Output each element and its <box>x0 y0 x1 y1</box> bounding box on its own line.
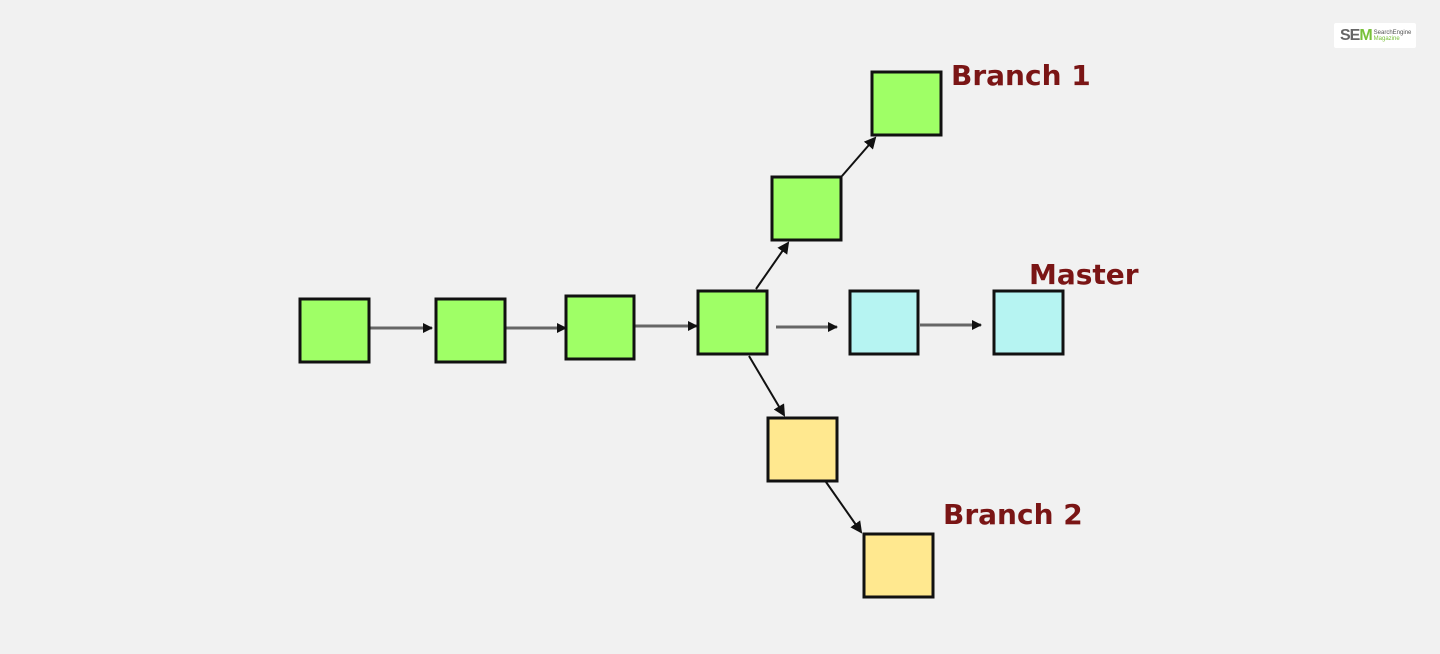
logo-wordmark: SearchEngine Magazine <box>1373 29 1412 42</box>
logo-mark: SEM <box>1340 26 1373 44</box>
arrow-branch1a-to-branch1b <box>841 136 877 177</box>
commit-node-3 <box>564 294 636 361</box>
branch2-commit-node-2 <box>862 532 935 599</box>
master-commit-node-1 <box>848 289 920 356</box>
arrow-commit4-to-branch2a <box>748 355 786 417</box>
commit-node-4 <box>696 289 769 356</box>
branch1-commit-node-1 <box>770 175 843 242</box>
branch2-label: Branch 2 <box>943 498 1083 531</box>
branch1-label: Branch 1 <box>951 59 1091 92</box>
commit-node-1 <box>298 297 371 364</box>
arrow-commit4-to-branch1a <box>755 241 790 290</box>
branch2-commit-node-1 <box>766 416 839 483</box>
master-label: Master <box>1029 258 1139 291</box>
arrow-branch2a-to-branch2b <box>825 481 863 534</box>
commit-node-2 <box>434 297 507 364</box>
master-commit-node-2 <box>992 289 1065 356</box>
branch1-commit-node-2 <box>870 70 943 137</box>
sem-logo: SEM SearchEngine Magazine <box>1334 23 1416 48</box>
